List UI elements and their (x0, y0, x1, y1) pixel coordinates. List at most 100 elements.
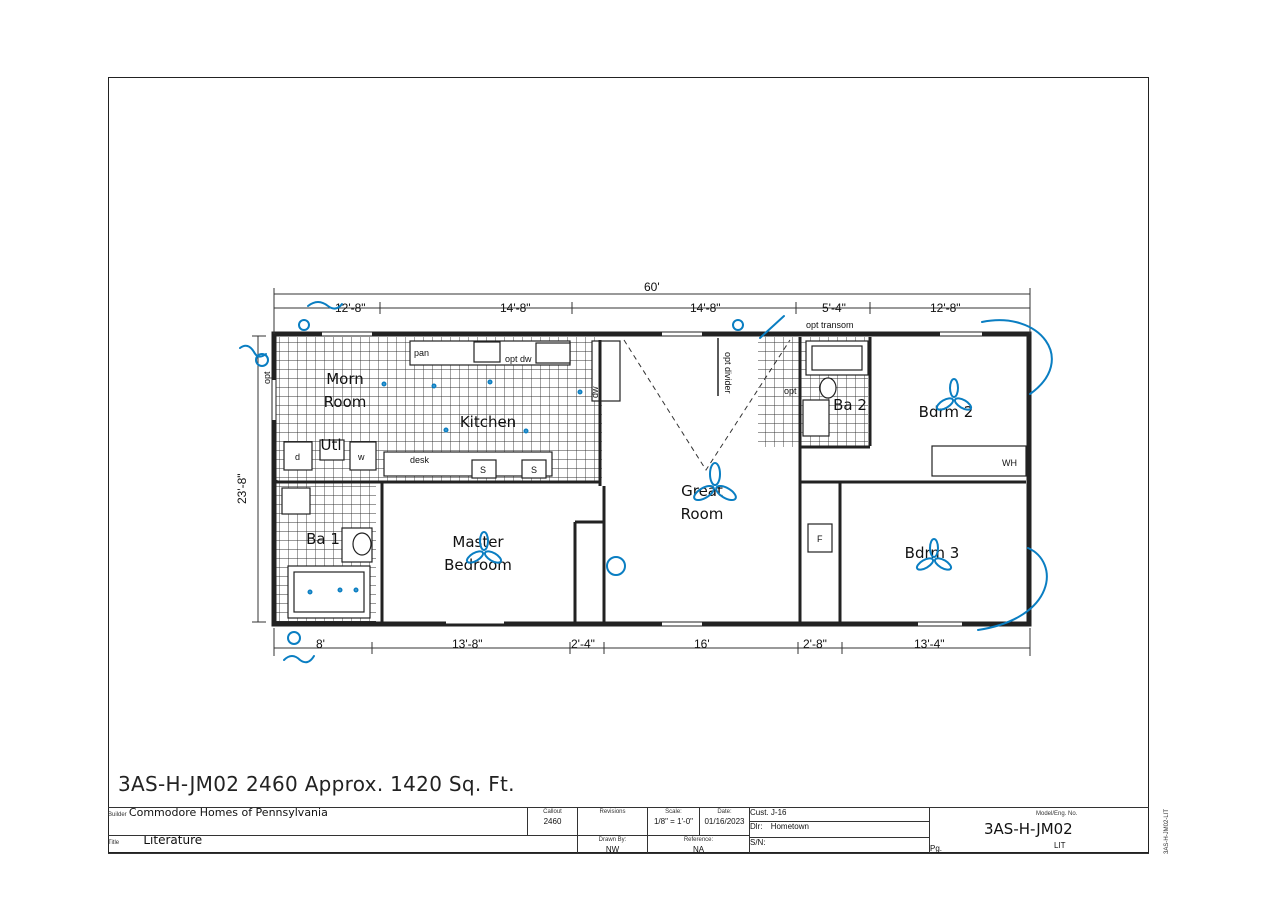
overall-depth: 23'-8" (235, 473, 249, 504)
cust-cell: Cust. J-16 (750, 808, 930, 822)
dlr-label: Dlr: (750, 822, 763, 831)
mark-circle-2 (732, 319, 744, 331)
range (473, 341, 501, 363)
room-kitchen: Kitchen (460, 413, 516, 431)
bottom-dim-5: 2'-8" (803, 637, 827, 651)
room-utl: Utl (320, 436, 341, 454)
mark-dot-4 (577, 389, 583, 395)
ba2-vanity (802, 399, 830, 437)
reference-value: NA (692, 845, 705, 854)
mark-dot-8 (337, 587, 343, 593)
arc-bdrm2 (981, 319, 1053, 395)
room-morn-line2: Room (324, 393, 367, 411)
label-opt-window: opt (262, 371, 272, 384)
label-opt-transom: opt transom (806, 320, 854, 330)
ba1-toilet (352, 532, 372, 556)
label-dw: dw (590, 386, 600, 398)
title-block: Builder Commodore Homes of Pennsylvania … (108, 807, 1149, 854)
builder-label: Builder (108, 812, 127, 818)
bottom-dim-3: 2'-4" (571, 637, 595, 651)
pg-label: Pg. (930, 844, 943, 853)
label-d: d (295, 452, 300, 462)
callout-label: Callout (543, 809, 562, 815)
mark-dot-2 (431, 383, 437, 389)
side-stamp: 3AS-H-JM02-LIT (1155, 780, 1170, 855)
mark-circle-4 (606, 556, 626, 576)
builder-cell: Builder Commodore Homes of Pennsylvania (108, 808, 528, 836)
mark-dot-3 (487, 379, 493, 385)
mark-scribble-1 (307, 301, 343, 310)
fan-icon-bdrm3 (915, 538, 953, 571)
bottom-dim-2: 13'-8" (452, 637, 483, 651)
label-pan: pan (414, 348, 429, 358)
room-ba2: Ba 2 (833, 396, 867, 414)
dlr-value: Hometown (770, 822, 809, 831)
drawing-frame (108, 77, 1149, 853)
label-opt-dw: opt dw (505, 354, 532, 364)
callout-value: 2460 (543, 817, 562, 826)
sn-cell: S/N: (750, 838, 930, 854)
mark-circle-5 (255, 353, 269, 367)
label-desk: desk (410, 455, 430, 465)
room-great-line2: Room (681, 505, 724, 523)
fan-icon-bdrm2 (935, 378, 973, 411)
label-w: w (357, 452, 365, 462)
mark-dot-5 (443, 427, 449, 433)
mark-dot-6 (523, 428, 529, 434)
bottom-dim-1: 8' (316, 637, 325, 651)
bottom-dim-4: 16' (694, 637, 710, 651)
mark-dot-1 (381, 381, 387, 387)
title-value: Literature (143, 836, 203, 847)
revisions-label: Revisions (599, 809, 626, 815)
kitchen-sink (535, 342, 571, 364)
model-value: 3AS-H-JM02 (984, 820, 1073, 838)
mark-scribble-2 (283, 655, 315, 664)
mark-scribble-3 (239, 344, 267, 358)
ba2-toilet (819, 377, 837, 399)
arc-great (759, 315, 785, 339)
date-label: Date: (717, 809, 732, 815)
room-ba1: Ba 1 (306, 530, 340, 548)
drawn-by-label: Drawn By: (598, 837, 627, 843)
mark-dot-7 (307, 589, 313, 595)
label-wh: WH (1002, 458, 1017, 468)
top-dim-3: 14'-8" (690, 301, 721, 315)
mark-circle-3 (287, 631, 301, 645)
scale-value: 1/8" = 1'-0" (653, 817, 693, 826)
room-morn-line1: Morn (326, 370, 364, 388)
bottom-dim-6: 13'-4" (914, 637, 945, 651)
reference-cell: Reference: NA (648, 836, 750, 854)
pantry-cabinet (591, 340, 621, 402)
drawn-by-value: NW (605, 845, 620, 854)
arc-bdrm3 (977, 547, 1048, 631)
label-opt: opt (784, 386, 797, 396)
exterior-wall (271, 331, 1032, 627)
lit-value: LIT (1054, 841, 1066, 850)
furnace (807, 523, 833, 553)
ba1-tub-inner (293, 571, 365, 613)
ba2-tub-inner (811, 345, 863, 371)
washer (349, 441, 377, 471)
room-master-line2: Bedroom (444, 556, 512, 574)
pg-cell: Model/Eng. No. 3AS-H-JM02 LIT Pg. (930, 808, 1149, 854)
room-bdrm3: Bdrm 3 (905, 544, 960, 562)
scale-cell: Scale: 1/8" = 1'-0" (648, 808, 700, 836)
top-dim-1: 12'-8" (335, 301, 366, 315)
scale-label: Scale: (665, 809, 682, 815)
utl-sink (319, 439, 345, 461)
callout-cell: Callout 2460 (528, 808, 578, 836)
side-stamp-text: 3AS-H-JM02-LIT (1164, 808, 1170, 854)
revisions-cell: Revisions (578, 808, 648, 836)
windows (272, 332, 982, 626)
great-room-lines (623, 339, 791, 471)
top-dim-4: 5'-4" (822, 301, 846, 315)
label-s2: S (531, 465, 537, 475)
model-label: Model/Eng. No. (1036, 811, 1078, 817)
room-bdrm2: Bdrm 2 (919, 403, 974, 421)
bdrm2-closet (931, 445, 1027, 477)
cust-label: Cust. (750, 808, 769, 817)
interior-walls (274, 337, 1026, 622)
label-opt-divider: opt divider (723, 352, 733, 394)
label-f: F (817, 534, 823, 544)
